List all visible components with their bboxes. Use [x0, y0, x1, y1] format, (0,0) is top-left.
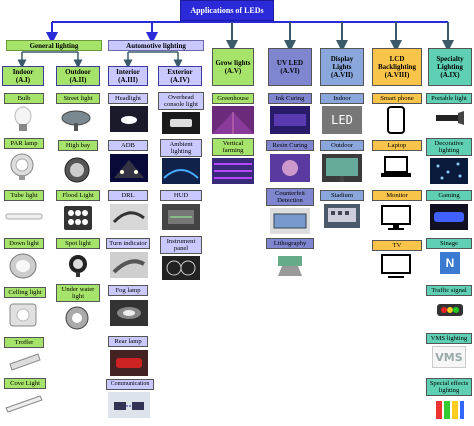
item-label: Smart phone	[372, 93, 422, 104]
turn-indicator-icon	[110, 252, 148, 278]
indoor-display-icon: LED	[322, 106, 362, 134]
item-label: DRL	[108, 190, 148, 201]
troffer-icon	[6, 350, 42, 372]
resin-curing-icon	[270, 154, 310, 182]
greenhouse-icon	[212, 106, 254, 134]
item-label: Down light	[4, 238, 44, 249]
outdoor-header: Outdoor (A.II)	[56, 66, 100, 86]
tube-light-icon	[4, 204, 44, 228]
ceiling-light-icon	[6, 300, 40, 330]
item-label: Outdoor	[320, 140, 364, 151]
item-label: Gaming	[426, 190, 472, 201]
item-label: Bulb	[4, 93, 44, 104]
ambient-lighting-icon	[162, 158, 200, 184]
laptop-icon	[380, 154, 412, 180]
interior-header: Interior (A.III)	[108, 66, 148, 86]
item-label: Traffic signal	[426, 285, 472, 296]
general-lighting-header: General lighting	[6, 40, 102, 51]
signage-icon: N	[440, 252, 460, 274]
instrument-panel-icon	[162, 256, 200, 280]
adb-icon	[110, 154, 148, 182]
exterior-header: Exterior (A.IV)	[158, 66, 202, 86]
display-lights-header: Display Lights (A.VII)	[320, 48, 364, 86]
item-label: Street light	[56, 93, 100, 104]
counterfeit-detection-icon	[270, 208, 310, 234]
item-label: Monitor	[372, 190, 422, 201]
item-label: Celling light	[4, 287, 46, 298]
hud-icon	[162, 204, 200, 230]
item-label: Laptop	[372, 140, 422, 151]
item-label: Ambient lighting	[160, 139, 202, 157]
ink-curing-icon	[270, 106, 310, 134]
drl-icon	[110, 204, 148, 230]
lcd-backlighting-header: LCD Backlighting (A.VIII)	[372, 48, 422, 86]
gaming-icon	[430, 204, 468, 230]
item-label: Special effects lighting	[426, 378, 472, 396]
flood-light-icon	[62, 204, 94, 232]
portable-light-icon	[430, 106, 468, 130]
smart-phone-icon	[384, 106, 408, 134]
automotive-lighting-header: Automotive lighting	[108, 40, 204, 51]
item-label: Greenhouse	[212, 93, 254, 104]
indoor-header: Indoor (A.I)	[2, 66, 44, 86]
item-label: PAR lamp	[4, 138, 44, 149]
item-label: Communication	[106, 379, 154, 390]
item-label: ADB	[108, 140, 148, 151]
root-node: Applications of LEDs	[180, 0, 274, 21]
vertical-farming-icon	[212, 158, 254, 184]
item-label: Cove Light	[4, 378, 46, 389]
monitor-icon	[380, 204, 412, 232]
item-label: HUD	[160, 190, 202, 201]
grow-lights-header: Grow lights (A.V)	[212, 48, 254, 86]
item-label: Decorative lighting	[426, 138, 472, 156]
item-label: Vertical farming	[212, 138, 254, 156]
down-light-icon	[8, 252, 38, 280]
item-label: Lithography	[266, 238, 314, 249]
item-label: Portable light	[426, 93, 472, 104]
vms-lighting-icon: VMS	[432, 346, 466, 368]
item-label: TV	[372, 240, 422, 251]
item-label: Under water light	[56, 284, 100, 302]
item-label: Indoor	[320, 93, 364, 104]
headlight-icon	[110, 106, 148, 132]
tv-icon	[380, 253, 412, 279]
decorative-lighting-icon	[430, 158, 468, 184]
stadium-display-icon	[324, 204, 360, 228]
item-label: Troffer	[4, 337, 44, 348]
rear-lamp-icon	[110, 350, 148, 376]
traffic-signal-icon	[436, 300, 464, 320]
item-label: Tube light	[4, 190, 44, 201]
item-label: Headlight	[108, 93, 148, 104]
specialty-lighting-header: Specialty Lighting (A.IX)	[428, 48, 472, 86]
outdoor-display-icon	[322, 154, 362, 182]
special-effects-lighting-icon	[434, 397, 466, 421]
spot-light-icon	[64, 252, 92, 278]
item-label: Sinage	[426, 238, 472, 249]
communication-icon	[108, 392, 150, 418]
item-label: Resin Curing	[266, 140, 314, 151]
bulb-icon	[10, 106, 36, 134]
cove-light-icon	[4, 392, 44, 414]
item-label: Fog lamp	[108, 285, 148, 296]
par-lamp-icon	[8, 152, 36, 180]
uv-led-header: UV LED (A.VI)	[268, 48, 312, 86]
item-label: Instrument panel	[160, 236, 202, 254]
item-label: Rear lamp	[108, 336, 148, 347]
street-light-icon	[60, 106, 92, 132]
fog-lamp-icon	[110, 300, 148, 326]
item-label: Turn indicator	[106, 238, 150, 249]
item-label: VMS lighting	[426, 333, 472, 344]
item-label: Spot light	[56, 238, 100, 249]
high-bay-icon	[62, 154, 92, 184]
item-label: High bay	[58, 140, 98, 151]
underwater-light-icon	[62, 304, 92, 332]
item-label: Ink Curing	[268, 93, 312, 104]
item-label: Counterfeit Detection	[266, 188, 314, 206]
lithography-icon	[272, 252, 308, 280]
item-label: Flood Light	[56, 190, 100, 201]
overhead-console-light-icon	[162, 112, 200, 134]
item-label: Stadium	[320, 190, 364, 201]
item-label: Overhead console light	[158, 92, 204, 110]
